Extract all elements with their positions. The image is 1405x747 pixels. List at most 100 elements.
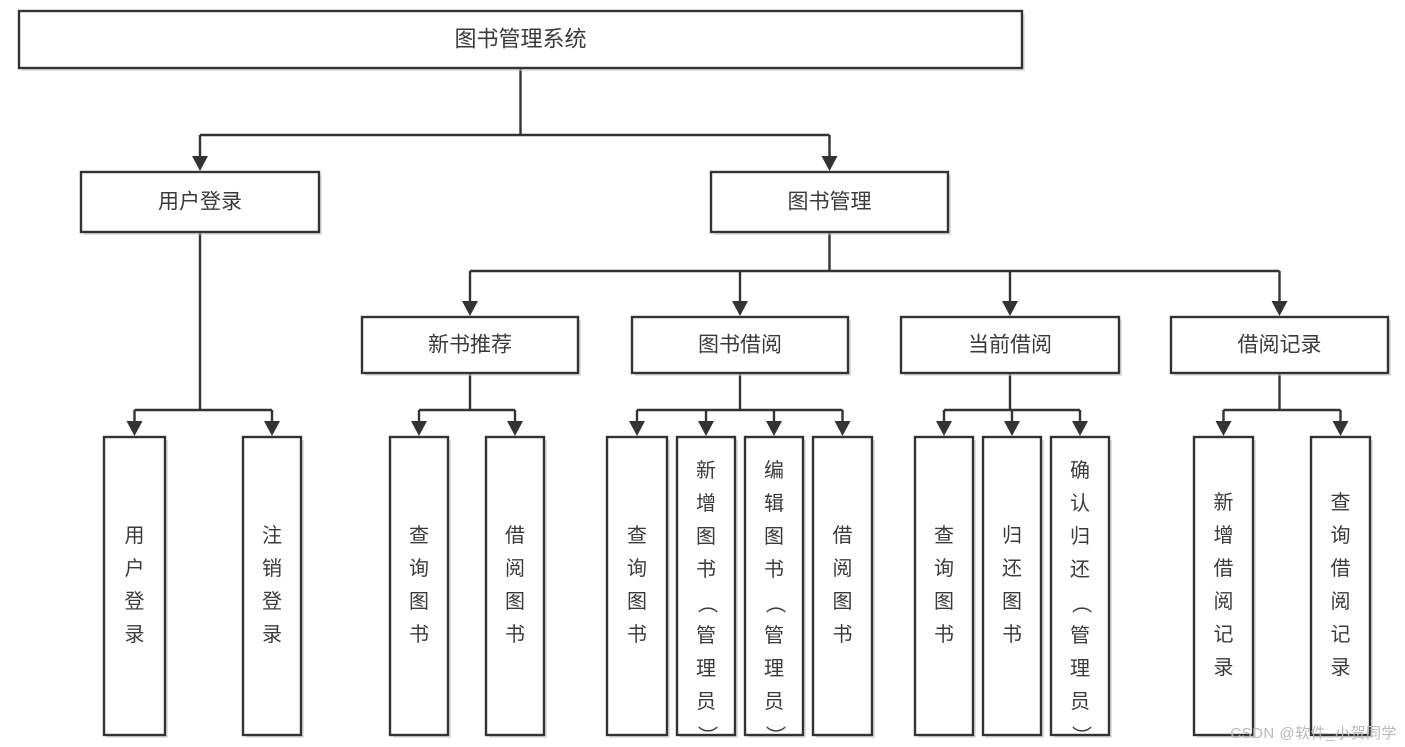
svg-text:管: 管 — [764, 624, 784, 647]
svg-text:书: 书 — [409, 623, 429, 646]
svg-text:录: 录 — [1214, 657, 1234, 679]
node-label: 用户登录 — [158, 191, 242, 214]
node-box[interactable] — [811, 435, 874, 737]
node-box[interactable] — [675, 435, 737, 737]
svg-text:书: 书 — [934, 623, 954, 646]
node-box[interactable] — [605, 435, 669, 737]
svg-text:书: 书 — [627, 623, 647, 646]
svg-text:查: 查 — [627, 524, 647, 547]
arrow-head-icon — [1215, 421, 1232, 436]
node-box[interactable] — [388, 435, 450, 737]
svg-text:询: 询 — [409, 557, 429, 580]
node-login[interactable]: 用户登录 — [79, 170, 322, 235]
arrow-head-icon — [766, 421, 782, 436]
node-bookmgmt[interactable]: 图书管理 — [709, 170, 951, 235]
svg-text:录: 录 — [125, 624, 145, 646]
svg-text:查: 查 — [1331, 491, 1351, 514]
svg-text:录: 录 — [262, 624, 282, 646]
svg-text:图: 图 — [833, 591, 853, 613]
arrow-head-icon — [462, 301, 478, 316]
node-box[interactable] — [899, 315, 1121, 375]
node-box[interactable] — [102, 435, 167, 737]
svg-text:辑: 辑 — [764, 492, 784, 515]
arrow-head-icon — [126, 421, 143, 436]
node-box[interactable] — [981, 435, 1043, 737]
svg-text:询: 询 — [627, 557, 647, 580]
svg-text:图: 图 — [627, 591, 647, 613]
node-box[interactable] — [630, 315, 850, 375]
svg-text:）: ） — [1070, 726, 1093, 746]
edge-group-newbook — [411, 373, 523, 436]
node-box[interactable] — [484, 435, 546, 737]
svg-text:理: 理 — [1070, 658, 1090, 680]
node-box[interactable] — [709, 170, 950, 234]
node-box[interactable] — [1169, 315, 1390, 375]
svg-text:图: 图 — [696, 526, 716, 548]
edge-layer — [126, 68, 1349, 436]
node-borrow[interactable]: 图书借阅 — [630, 315, 851, 376]
node-box[interactable] — [743, 435, 805, 737]
svg-text:归: 归 — [1002, 524, 1022, 547]
edge-group-current — [936, 373, 1088, 436]
node-label: 图书借阅 — [698, 334, 782, 357]
node-root[interactable]: 图书管理系统 — [17, 9, 1025, 71]
svg-text:记: 记 — [1331, 623, 1351, 646]
node-records[interactable]: 借阅记录 — [1169, 315, 1391, 376]
svg-text:图: 图 — [764, 526, 784, 548]
svg-text:新: 新 — [696, 459, 716, 482]
node-box[interactable] — [1309, 435, 1372, 737]
node-box[interactable] — [1192, 435, 1255, 737]
node-box[interactable] — [1049, 435, 1111, 737]
arrow-head-icon — [821, 156, 838, 171]
edge-group-root — [192, 68, 838, 171]
svg-text:归: 归 — [1070, 525, 1090, 548]
node-current[interactable]: 当前借阅 — [899, 315, 1122, 376]
svg-text:编: 编 — [764, 459, 784, 482]
svg-text:登: 登 — [262, 590, 282, 613]
node-l-login[interactable]: 用户登录 — [102, 435, 168, 738]
svg-text:（: （ — [1070, 594, 1093, 614]
edge-group-records — [1215, 373, 1349, 436]
svg-text:用: 用 — [125, 525, 145, 547]
arrow-head-icon — [629, 421, 645, 436]
node-box[interactable] — [913, 435, 975, 737]
svg-text:书: 书 — [1002, 623, 1022, 646]
node-label: 当前借阅 — [968, 334, 1052, 357]
svg-text:注: 注 — [262, 524, 282, 547]
arrow-head-icon — [1004, 421, 1020, 436]
svg-text:借: 借 — [505, 524, 525, 547]
node-box[interactable] — [17, 9, 1024, 70]
svg-text:员: 员 — [764, 691, 784, 713]
node-box[interactable] — [79, 170, 321, 234]
node-newbook[interactable]: 新书推荐 — [360, 315, 581, 376]
node-box[interactable] — [241, 435, 303, 737]
svg-text:还: 还 — [1070, 558, 1090, 581]
svg-text:询: 询 — [1331, 524, 1351, 547]
arrow-head-icon — [698, 421, 714, 436]
node-label: 图书管理系统 — [454, 26, 586, 51]
arrow-head-icon — [192, 156, 208, 171]
svg-text:录: 录 — [1331, 657, 1351, 679]
svg-text:登: 登 — [125, 590, 145, 613]
arrow-head-icon — [732, 301, 748, 316]
node-box[interactable] — [360, 315, 580, 375]
svg-text:管: 管 — [696, 624, 716, 647]
node-label: 借阅记录 — [1238, 334, 1322, 357]
